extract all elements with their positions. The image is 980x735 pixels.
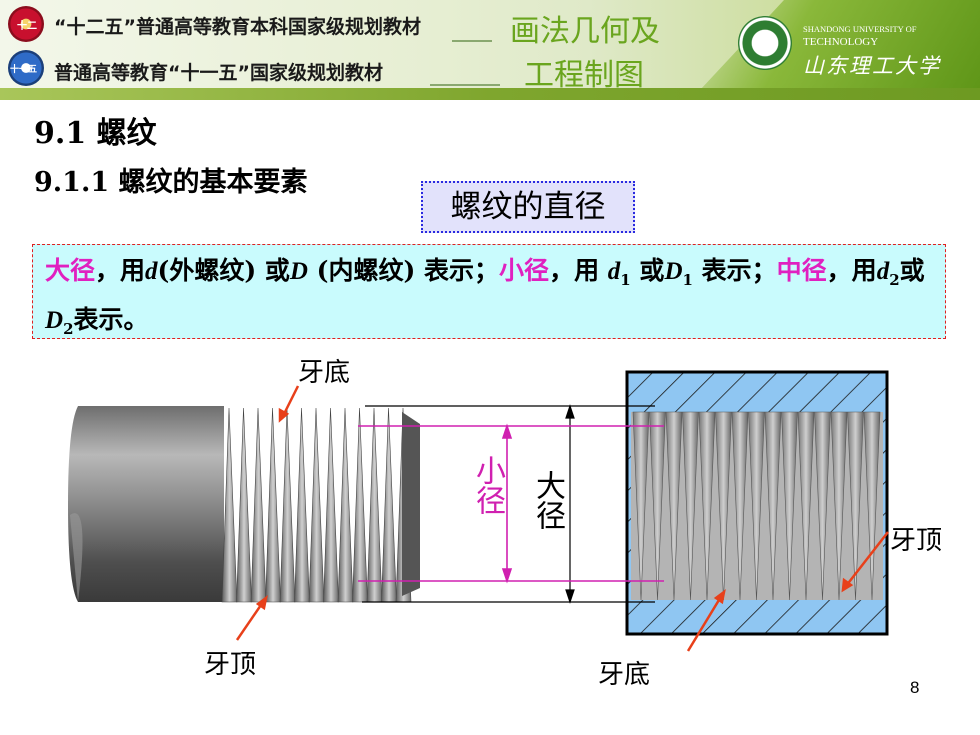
definition-box: 大径，用d(外螺纹) 或D (内螺纹) 表示；小径，用 d1 或D1 表示；中径… bbox=[32, 244, 946, 339]
external-thread-tooth bbox=[265, 407, 281, 603]
leader-lines bbox=[235, 385, 889, 652]
external-thread-tooth bbox=[323, 407, 339, 603]
leader-crest-right bbox=[845, 531, 889, 587]
pitch-diameter-term: 中径 bbox=[776, 256, 827, 285]
symbol-D1: D bbox=[664, 258, 683, 285]
symbol-d: d bbox=[145, 258, 158, 285]
thread-diagram bbox=[68, 370, 889, 652]
external-thread-tooth bbox=[294, 407, 310, 603]
label-crest-right: 牙顶 bbox=[890, 526, 943, 556]
definition-text: 表示； bbox=[692, 256, 777, 285]
internal-thread-tooth bbox=[682, 411, 699, 601]
external-thread-tooth bbox=[352, 407, 368, 603]
arrowhead bbox=[255, 595, 268, 611]
definition-text: 表示。 bbox=[73, 305, 149, 334]
major-diameter-label: 大径 bbox=[530, 470, 565, 530]
external-thread-tooth bbox=[308, 407, 325, 603]
definition-text: ，用 bbox=[549, 256, 608, 285]
internal-thread-tooth bbox=[731, 411, 749, 601]
definition-text: ，用 bbox=[826, 256, 877, 285]
leader-root-top bbox=[281, 385, 300, 417]
label-root-bottom: 牙底 bbox=[598, 660, 651, 690]
external-thread-tooth bbox=[381, 407, 397, 603]
series-logo-icon bbox=[8, 50, 44, 86]
section-title: 9.1 螺纹 bbox=[34, 116, 157, 151]
internal-thread-tooth bbox=[814, 411, 831, 601]
arrowhead bbox=[565, 589, 575, 604]
internal-thread-tooth bbox=[847, 411, 864, 601]
subscript: 1 bbox=[620, 271, 631, 289]
symbol-d2: d bbox=[876, 258, 890, 285]
arrowhead bbox=[501, 568, 513, 584]
internal-thread-tooth bbox=[830, 411, 848, 601]
bolt-shank-highlight bbox=[70, 513, 83, 602]
textbook-logo-text: 十二 bbox=[17, 21, 37, 32]
internal-thread-tooth bbox=[715, 411, 732, 601]
arrowhead bbox=[565, 404, 575, 419]
minor-dimension bbox=[358, 423, 664, 584]
course-title-line2: 工程制图 bbox=[524, 58, 644, 93]
arrowhead bbox=[501, 423, 513, 439]
leader-root-bottom bbox=[686, 594, 724, 652]
dimension-lines bbox=[362, 404, 655, 604]
definition-text: ，用 bbox=[95, 256, 146, 285]
internal-thread-tooth bbox=[863, 411, 881, 601]
definition-text: (内螺纹) 表示； bbox=[307, 256, 500, 285]
bolt-shank bbox=[68, 406, 224, 602]
symbol-d1: d bbox=[607, 258, 621, 285]
subscript: 1 bbox=[682, 271, 693, 289]
textbook-series-line1: “十二五”普通高等教育本科国家级规划教材 bbox=[54, 16, 421, 38]
external-thread-tooth bbox=[366, 407, 383, 603]
arrowhead bbox=[841, 577, 854, 593]
definition-text: 或 bbox=[630, 256, 665, 285]
label-crest-bottom: 牙顶 bbox=[204, 650, 257, 680]
internal-thread-tooth bbox=[632, 411, 650, 601]
header-divider bbox=[452, 40, 492, 42]
bolt-chamfer bbox=[402, 412, 420, 596]
page-number: 8 bbox=[910, 678, 920, 697]
internal-thread-tooth bbox=[698, 411, 716, 601]
definition-text: (外螺纹) 或 bbox=[157, 256, 290, 285]
external-thread-tooth bbox=[337, 407, 354, 603]
banner-bottom-stripe bbox=[0, 88, 980, 100]
arrowhead bbox=[278, 407, 290, 423]
university-logo-icon bbox=[738, 16, 792, 70]
internal-thread-tooth bbox=[649, 411, 666, 601]
topic-label: 螺纹的直径 bbox=[421, 181, 635, 233]
textbook-series-line2: 普通高等教育“十一五”国家级规划教材 bbox=[54, 62, 383, 84]
course-title-line1: 画法几何及 bbox=[510, 14, 660, 49]
external-thread-tooth bbox=[279, 407, 296, 603]
textbook-logo-icon bbox=[8, 6, 44, 42]
symbol-D2: D bbox=[45, 307, 64, 334]
header-divider bbox=[430, 84, 500, 86]
label-root-top: 牙底 bbox=[298, 358, 351, 388]
internal-thread-tooth bbox=[764, 411, 782, 601]
university-name-en-line2: TECHNOLOGY bbox=[803, 36, 879, 48]
internal-thread-tooth bbox=[797, 411, 815, 601]
subscript: 2 bbox=[63, 320, 74, 338]
external-thread bbox=[68, 406, 420, 603]
major-diameter-term: 大径 bbox=[45, 256, 96, 285]
subscript: 2 bbox=[889, 271, 900, 289]
university-name-cn: 山东理工大学 bbox=[803, 54, 941, 78]
minor-diameter-label: 小径 bbox=[470, 455, 505, 515]
internal-thread bbox=[625, 370, 889, 636]
internal-thread-tooth bbox=[748, 411, 765, 601]
external-thread-tooth bbox=[221, 407, 238, 603]
internal-thread-tooth bbox=[781, 411, 798, 601]
symbol-D: D bbox=[289, 258, 308, 285]
internal-thread-tooth bbox=[665, 411, 683, 601]
header-banner: 十二 十一五 “十二五”普通高等教育本科国家级规划教材 普通高等教育“十一五”国… bbox=[0, 0, 980, 100]
subsection-title: 9.1.1 螺纹的基本要素 bbox=[34, 167, 308, 198]
minor-diameter-term: 小径 bbox=[499, 256, 550, 285]
external-thread-tooth bbox=[236, 407, 252, 603]
university-name-en-line1: SHANDONG UNIVERSITY OF bbox=[803, 24, 917, 34]
definition-text: 或 bbox=[899, 256, 925, 285]
external-thread-tooth bbox=[250, 407, 267, 603]
arrowhead bbox=[713, 589, 726, 605]
series-logo-text: 十一五 bbox=[10, 65, 38, 75]
leader-crest-bottom bbox=[235, 601, 265, 641]
